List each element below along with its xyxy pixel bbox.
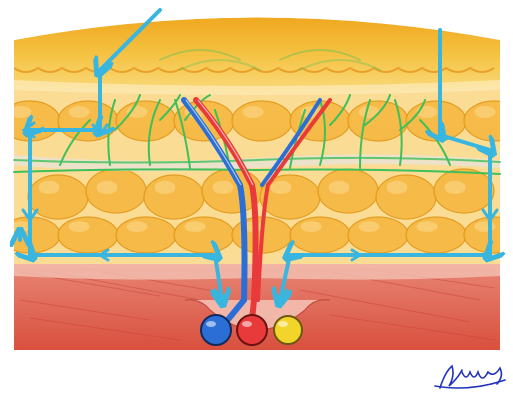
fat-lobule xyxy=(144,175,204,219)
fat-lobule xyxy=(406,101,466,141)
fat-lobule xyxy=(232,101,292,141)
fat-lobule-highlight xyxy=(155,181,176,194)
fat-lobule xyxy=(116,217,176,253)
epidermis-layer xyxy=(14,18,500,92)
fat-lobule xyxy=(348,101,408,141)
fat-lobule-highlight xyxy=(475,221,496,232)
fat-lobule-highlight xyxy=(97,181,118,194)
vein-highlight xyxy=(206,321,216,327)
fat-lobule-highlight xyxy=(213,181,234,194)
fat-lobule-highlight xyxy=(185,221,206,232)
fat-lobule-highlight xyxy=(359,221,380,232)
fat-lobule-highlight xyxy=(39,181,60,194)
fat-lobule xyxy=(86,169,146,213)
fat-lobule-highlight xyxy=(69,221,90,232)
fat-lobule xyxy=(116,101,176,141)
fat-lobule xyxy=(406,217,466,253)
fat-lobule xyxy=(376,175,436,219)
fat-lobule-highlight xyxy=(445,181,466,194)
fat-lobule xyxy=(318,169,378,213)
vein-cross-section xyxy=(201,315,231,345)
fat-lobule-highlight xyxy=(69,106,90,118)
fat-lobule-highlight xyxy=(387,181,408,194)
artery-highlight xyxy=(242,321,252,327)
nerve-highlight xyxy=(278,321,288,327)
artery-cross-section xyxy=(237,315,267,345)
fat-lobule-highlight xyxy=(301,221,322,232)
fat-lobule xyxy=(290,217,350,253)
nerve-cross-section xyxy=(274,316,302,344)
fat-lobule-highlight xyxy=(329,181,350,194)
fat-lobule-highlight xyxy=(475,106,496,118)
fat-lobule-highlight xyxy=(271,181,292,194)
fat-lobule-highlight xyxy=(243,106,264,118)
fat-lobule-highlight xyxy=(127,221,148,232)
fat-lobule xyxy=(58,217,118,253)
fat-lobule-highlight xyxy=(417,221,438,232)
fat-lobule xyxy=(174,217,234,253)
fat-lobule xyxy=(348,217,408,253)
fat-lobule xyxy=(434,169,494,213)
